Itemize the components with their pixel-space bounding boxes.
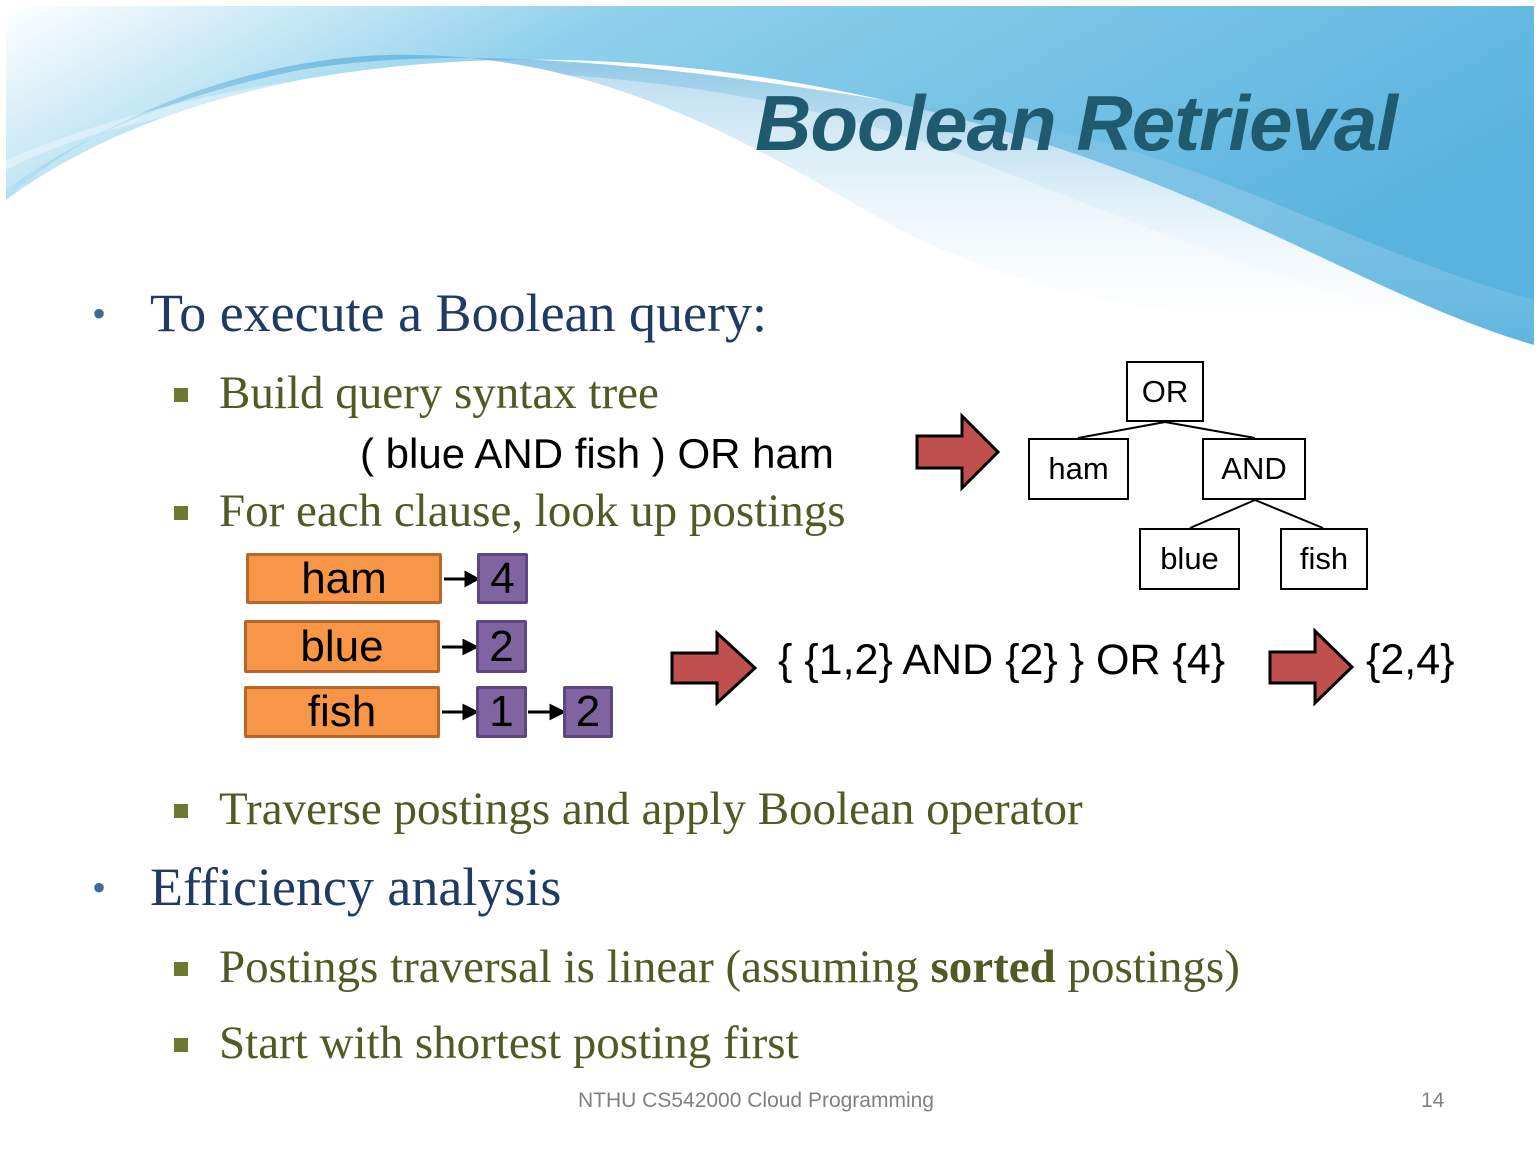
sub-bullet-traverse: Traverse postings and apply Boolean oper… [219, 783, 1083, 835]
bullet-efficiency: Efficiency analysis [150, 857, 562, 917]
text: Postings traversal is linear (assuming [219, 941, 931, 993]
square-bullet-icon [174, 804, 188, 818]
square-bullet-icon [174, 388, 188, 402]
posting-doc: 2 [476, 620, 527, 673]
sub-bullet-lookup: For each clause, look up postings [219, 485, 846, 537]
bullet-execute-query: To execute a Boolean query: [150, 283, 767, 343]
evaluation-expression: { {1,2} AND {2} } OR {4} [778, 636, 1226, 684]
slide-title: Boolean Retrieval [755, 79, 1398, 167]
tree-node-and: AND [1202, 438, 1306, 500]
tree-node-blue: blue [1139, 528, 1240, 590]
tree-node-or: OR [1126, 361, 1204, 422]
result-set: {2,4} [1366, 636, 1455, 684]
posting-term-blue: blue [244, 620, 440, 673]
bullet-icon: • [92, 865, 107, 910]
tree-node-ham: ham [1028, 438, 1129, 500]
sub-bullet-linear: Postings traversal is linear (assuming s… [219, 940, 1240, 994]
page-number: 14 [1421, 1089, 1445, 1112]
query-text: ( blue AND fish ) OR ham [360, 430, 834, 477]
posting-term-ham: ham [246, 553, 442, 604]
posting-doc: 2 [563, 686, 613, 738]
bold-text: sorted [930, 941, 1056, 993]
sub-bullet-build: Build query syntax tree [219, 367, 659, 419]
footer-text: NTHU CS542000 Cloud Programming [578, 1089, 934, 1112]
square-bullet-icon [174, 1038, 188, 1052]
sub-bullet-shortest: Start with shortest posting first [219, 1017, 799, 1069]
square-bullet-icon [174, 962, 188, 976]
tree-node-fish: fish [1280, 528, 1368, 590]
square-bullet-icon [174, 506, 188, 520]
posting-doc: 4 [477, 553, 528, 604]
posting-doc: 1 [476, 686, 527, 738]
bullet-icon: • [92, 291, 107, 336]
text: postings) [1055, 941, 1240, 993]
posting-term-fish: fish [244, 686, 440, 738]
